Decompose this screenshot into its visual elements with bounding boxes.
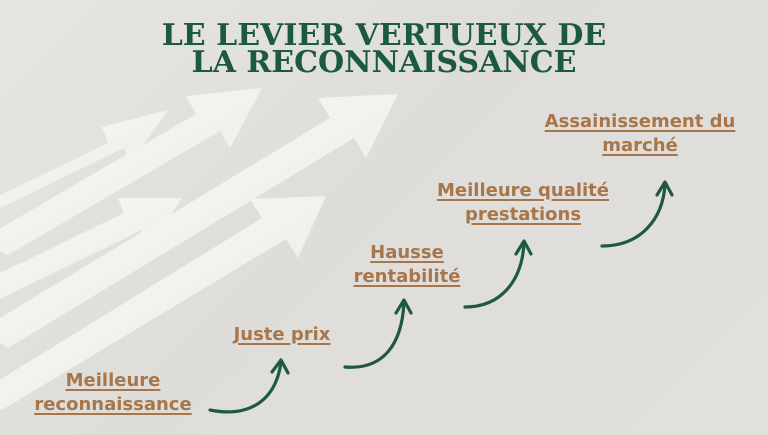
- step-label-line: Hausse: [370, 242, 444, 263]
- background-arrow: [0, 198, 182, 300]
- background-arrow: [0, 110, 168, 209]
- step-meilleure-qualite-prestations: Meilleure qualité prestations: [418, 179, 628, 227]
- step-label-line: Juste prix: [233, 324, 331, 345]
- step-label-line: marché: [602, 135, 678, 156]
- background-arrow: [0, 94, 398, 348]
- step-label-line: reconnaissance: [34, 394, 192, 415]
- step-label-line: rentabilité: [353, 266, 461, 287]
- step-assainissement-du-marche: Assainissement du marché: [540, 110, 740, 158]
- title-line-1: LE LEVIER VERTUEUX DE: [161, 18, 607, 53]
- step-label-line: Meilleure qualité: [436, 180, 609, 201]
- curved-arrow-icon: [600, 180, 674, 248]
- step-juste-prix: Juste prix: [220, 323, 344, 347]
- curved-arrow-icon: [343, 298, 413, 369]
- diagram-title: LE LEVIER VERTUEUX DE LA RECONNAISSANCE: [0, 18, 768, 80]
- step-label-line: Meilleure: [65, 370, 161, 391]
- step-hausse-rentabilite: Hausse rentabilité: [340, 241, 474, 289]
- step-label-line: Assainissement du: [544, 111, 736, 132]
- step-label-line: prestations: [464, 204, 582, 225]
- background-arrow: [0, 196, 326, 410]
- curved-arrow-icon: [463, 239, 533, 309]
- background-arrow: [0, 88, 262, 255]
- curved-arrow-icon: [208, 358, 290, 414]
- title-line-2: LA RECONNAISSANCE: [191, 45, 577, 80]
- step-meilleure-reconnaissance: Meilleure reconnaissance: [18, 369, 208, 417]
